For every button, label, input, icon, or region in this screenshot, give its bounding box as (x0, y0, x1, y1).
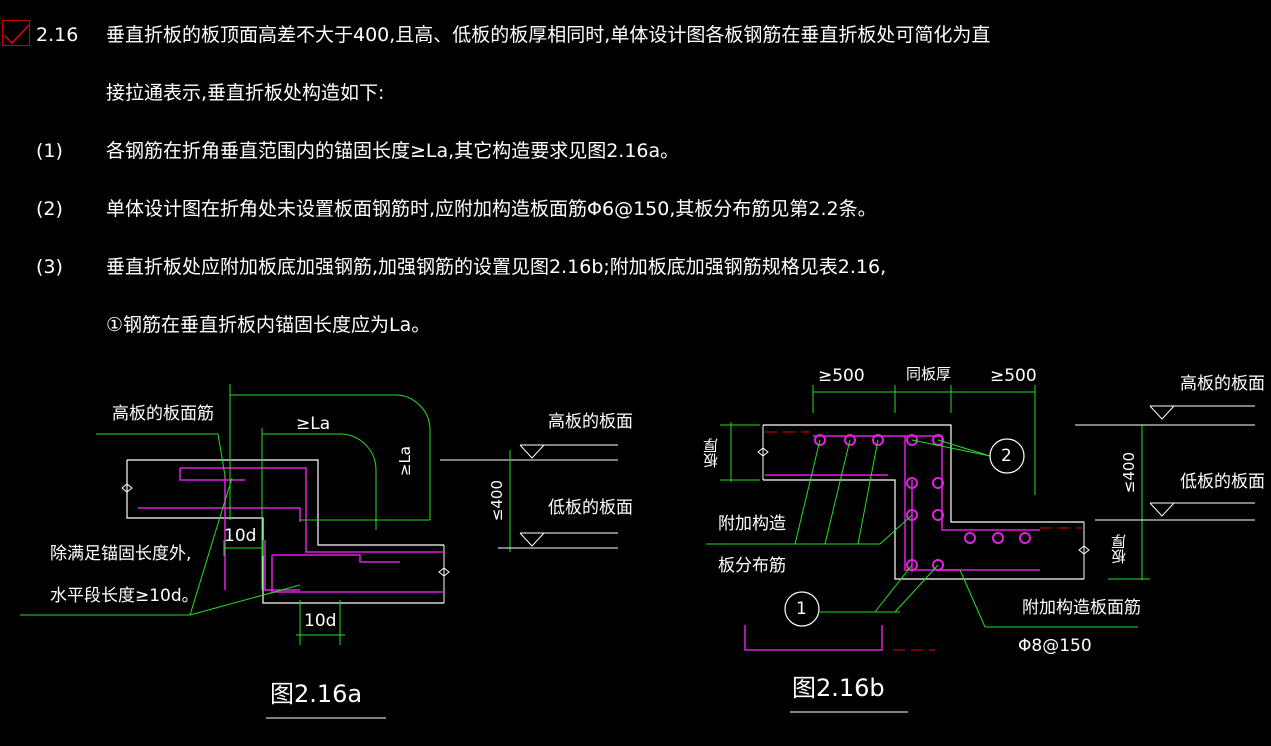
fig-b-thick-bottom-label: 板厚 (1110, 534, 1128, 564)
fig-b-diff-label: ≤400 (1120, 452, 1138, 494)
fig-b-distribution-line-2: 板分布筋 (718, 556, 786, 576)
fig-b-dim-left-label: ≥500 (818, 366, 865, 386)
fig-a-high-surface-label: 高板的板面 (548, 412, 633, 432)
fig-b-caption: 图2.16b (792, 674, 885, 702)
fig-b-dim-right-label: ≥500 (990, 366, 1037, 386)
paragraph-line-2: 接拉通表示,垂直折板处构造如下: (106, 82, 385, 104)
fig-a-caption: 图2.16a (270, 680, 363, 708)
fig-b-low-surface-label: 低板的板面 (1180, 472, 1265, 492)
paragraph-line-1: 垂直折板的板顶面高差不大于400,且高、低板的板厚相同时,单体设计图各板钢筋在垂… (106, 24, 991, 46)
fig-b-surface-rebar-label: 附加构造板面筋 (1022, 598, 1141, 618)
fig-b-dim-mid-label: 同板厚 (906, 365, 952, 383)
item-3-text: 垂直折板处应附加板底加强钢筋,加强钢筋的设置见图2.16b;附加板底加强钢筋规格… (106, 256, 887, 278)
fig-a-low-surface-label: 低板的板面 (548, 498, 633, 518)
section-number: 2.16 (36, 24, 79, 46)
fig-a-note-line-1: 除满足锚固长度外, (50, 544, 192, 564)
sub-note: ①钢筋在垂直折板内锚固长度应为La。 (106, 314, 431, 336)
fig-a-high-rebar-label: 高板的板面筋 (112, 404, 214, 424)
fig-a-diff-label: ≤400 (488, 480, 506, 522)
fig-a-10d-top-label: 10d (224, 526, 257, 546)
check-icon (4, 24, 30, 45)
fig-a-la-horizontal-label: ≥La (296, 414, 331, 434)
fig-a-la-vertical-label: ≥La (396, 446, 414, 477)
item-2-number: (2) (36, 198, 63, 220)
fig-b-high-surface-label: 高板的板面 (1180, 374, 1265, 394)
item-2-text: 单体设计图在折角处未设置板面钢筋时,应附加构造板面筋Φ6@150,其板分布筋见第… (106, 198, 877, 220)
fig-a-note-line-2: 水平段长度≥10d。 (50, 586, 199, 606)
item-3-number: (3) (36, 256, 63, 278)
fig-a-10d-bottom-label: 10d (304, 611, 337, 631)
fig-b-thick-top-label: 板厚 (702, 438, 720, 468)
item-1-number: (1) (36, 140, 63, 162)
fig-b-spec-label: Φ8@150 (1018, 636, 1092, 656)
checkbox[interactable] (2, 20, 30, 46)
item-1-text: 各钢筋在折角垂直范围内的锚固长度≥La,其它构造要求见图2.16a。 (106, 140, 680, 162)
fig-b-distribution-line-1: 附加构造 (718, 514, 786, 534)
fig-b-circle-2-label: 2 (1001, 446, 1012, 466)
fig-b-circle-1-label: 1 (796, 599, 807, 619)
